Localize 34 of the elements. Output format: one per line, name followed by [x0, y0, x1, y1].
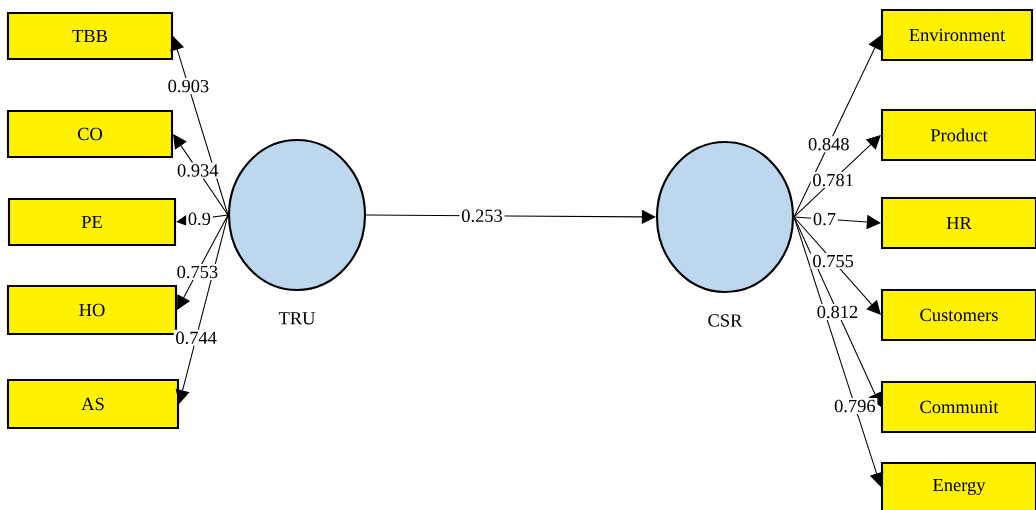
indicator-box: AS [6, 378, 180, 430]
arrow [793, 35, 882, 218]
edge-label: 0.753 [174, 263, 220, 280]
edge-label: 0.848 [806, 136, 852, 153]
edge-label: 0.744 [173, 329, 219, 346]
arrow [793, 216, 884, 487]
construct-label: CSR [708, 314, 743, 327]
indicator-box: CO [6, 109, 174, 159]
arrow [170, 36, 229, 216]
indicator-box: PE [7, 197, 177, 247]
construct-label: TRU [278, 312, 316, 325]
edge-label: 0.934 [175, 162, 221, 179]
arrow [793, 216, 881, 315]
edge-label: 0.903 [165, 78, 211, 95]
indicator-box: Energy [880, 461, 1036, 510]
indicator-box: Product [880, 108, 1036, 162]
edge-label: 0.7 [811, 211, 838, 228]
indicator-box: Environment [880, 8, 1034, 62]
indicator-box: Communit [880, 380, 1036, 434]
arrow [177, 214, 229, 310]
indicator-box: Customers [880, 288, 1036, 342]
edge-label: 0.781 [810, 172, 856, 189]
edge-label: 0.9 [186, 210, 213, 227]
indicator-box: HR [880, 196, 1036, 250]
edge-label: 0.253 [459, 207, 505, 224]
edge-label: 0.812 [815, 303, 860, 320]
arrow [173, 134, 229, 216]
construct-ellipse [227, 138, 367, 292]
edge-label: 0.755 [810, 253, 856, 270]
edge-label: 0.796 [832, 397, 878, 414]
arrow [793, 135, 881, 218]
arrow [175, 214, 229, 404]
indicator-box: TBB [6, 11, 174, 61]
construct-ellipse [655, 140, 795, 294]
